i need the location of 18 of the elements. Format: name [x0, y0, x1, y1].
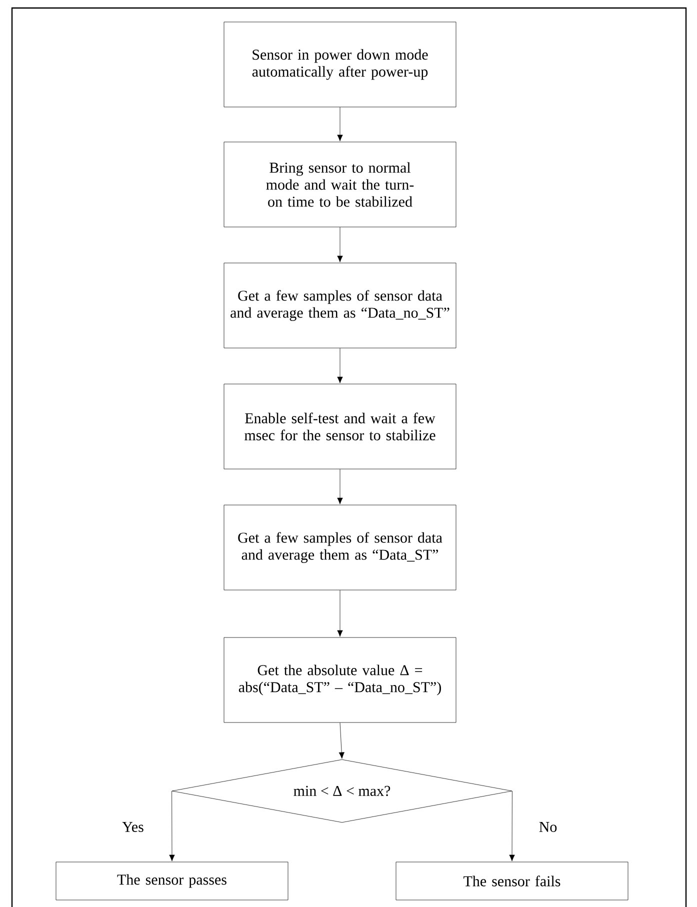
process-box: The sensor passes: [56, 862, 288, 900]
edge-label: No: [538, 821, 558, 833]
arrow: [337, 227, 343, 262]
process-box: Enable self-test and wait a few msec for the sensor to stabilize: [224, 384, 456, 470]
process-box: Get the absolute value Δ = abs(“Data_ST” – “Data_no_ST”): [224, 637, 456, 723]
arrow: [337, 469, 343, 504]
process-box: Get a few samples of sensor data and average them as “Data_ST”: [224, 504, 456, 590]
arrow: [337, 348, 343, 384]
arrow: [337, 107, 343, 142]
process-box: Bring sensor to normal mode and wait the turn-on time to be stabilized: [224, 142, 456, 228]
arrow: [337, 590, 343, 637]
process-box: Get a few samples of sensor data and average them as “Data_no_ST”: [224, 262, 456, 348]
process-box: The sensor fails: [396, 862, 628, 900]
process-box: Sensor in power down mode automatically after power-up: [224, 22, 456, 108]
arrow: [169, 790, 175, 862]
edge-label: Yes: [121, 821, 145, 833]
arrow: [509, 790, 515, 862]
arrow: [338, 722, 344, 759]
